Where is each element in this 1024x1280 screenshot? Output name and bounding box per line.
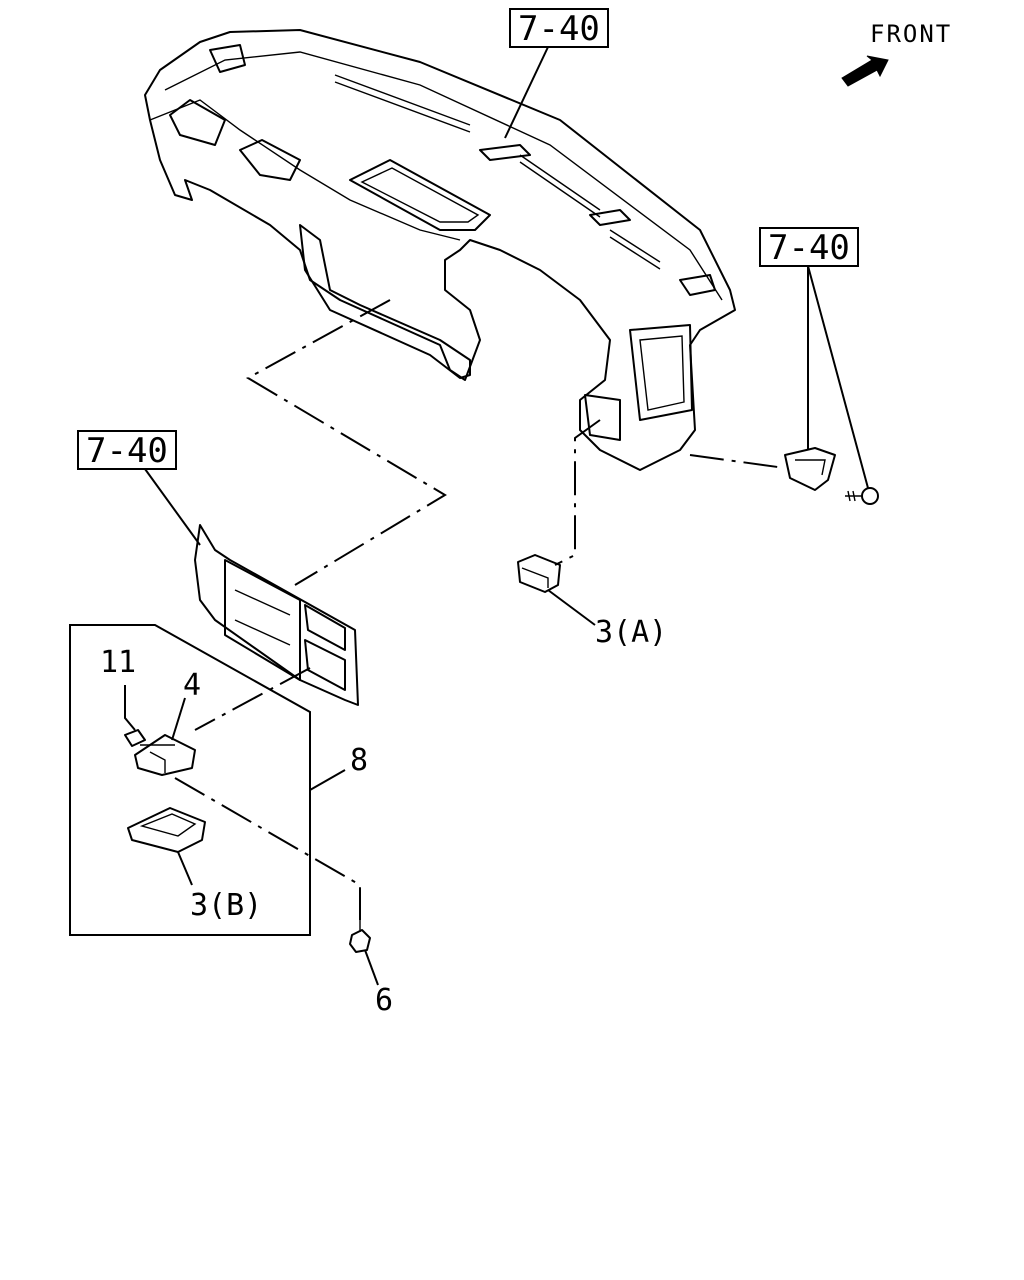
part-3b-ashtray — [127, 807, 206, 853]
part-6-clip — [349, 920, 371, 953]
callout-3b: 3(B) — [190, 888, 262, 923]
part-11-lamp — [124, 729, 146, 747]
callout-6: 6 — [375, 983, 393, 1018]
instrument-panel — [144, 29, 736, 471]
callout-3a: 3(A) — [595, 615, 667, 650]
ref-box-right: 7-40 — [759, 227, 859, 268]
side-bracket — [784, 447, 836, 491]
svg-text:7-40: 7-40 — [86, 431, 168, 471]
ref-box-left: 7-40 — [77, 430, 177, 471]
kit-box-8 — [69, 624, 311, 936]
part-4-ashtray-unit — [134, 734, 196, 776]
svg-text:7-40: 7-40 — [518, 9, 600, 49]
svg-text:7-40: 7-40 — [768, 228, 850, 268]
callout-11: 11 — [100, 645, 136, 680]
front-arrow-icon — [841, 55, 889, 87]
callout-4: 4 — [183, 668, 201, 703]
part-3a-tray — [517, 554, 561, 593]
callout-8: 8 — [350, 743, 368, 778]
screw-right — [845, 487, 879, 505]
center-bezel — [194, 524, 359, 706]
ref-box-top: 7-40 — [509, 8, 609, 49]
front-label: FRONT — [870, 20, 952, 48]
